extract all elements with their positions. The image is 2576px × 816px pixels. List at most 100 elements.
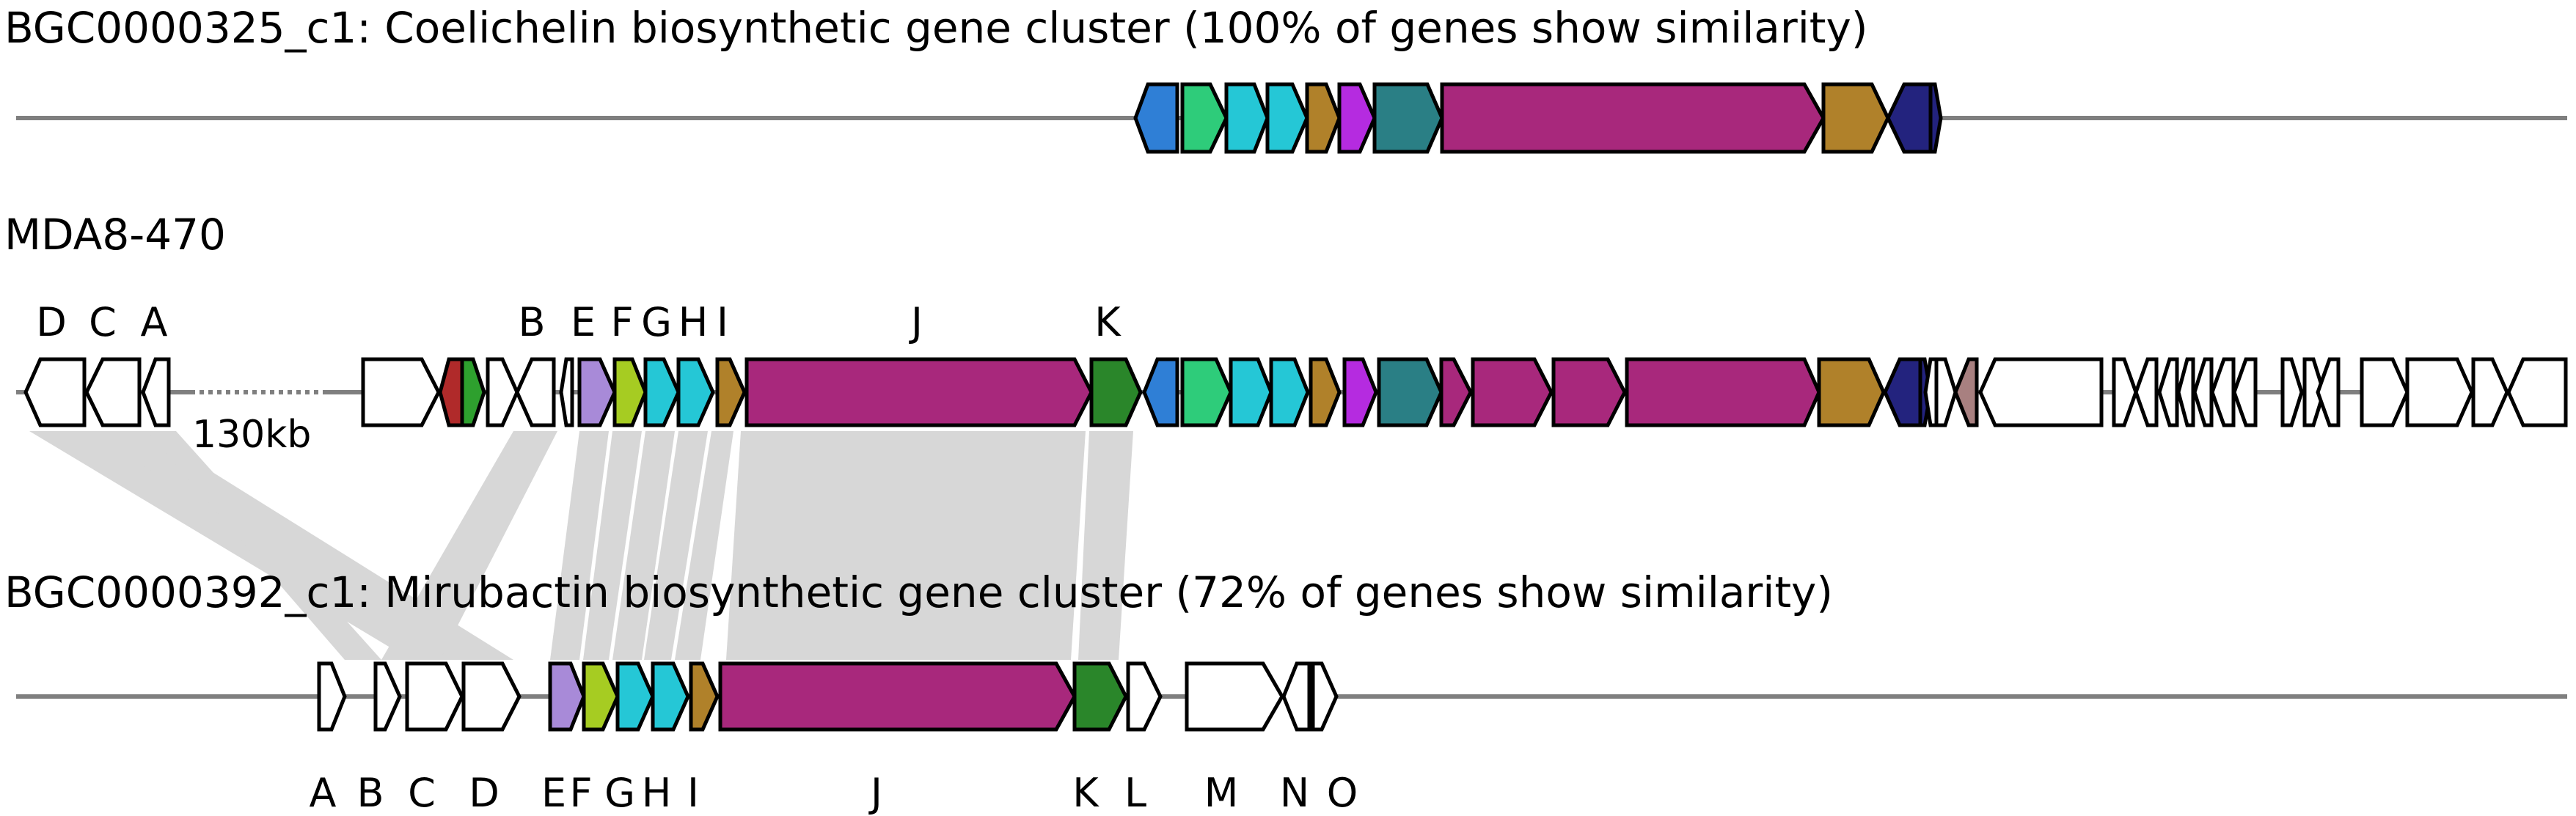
middle-gap-distance: 130kb (192, 413, 311, 457)
bot-label-n: N (1280, 770, 1309, 816)
middle-gene-labels: D C A B E F G H I J K (36, 299, 1121, 345)
bot-gene-d (461, 661, 522, 732)
mid-label-e: E (571, 299, 596, 345)
mid-gene-7 (1180, 357, 1233, 427)
top-gene-1 (1133, 82, 1179, 154)
link-mda-k (1078, 431, 1133, 660)
homology-links (29, 431, 1133, 660)
bot-gene-c (405, 661, 464, 732)
top-gene-11 (1928, 82, 1943, 154)
mid-gene-17 (1817, 357, 1886, 427)
mid-gene-f (612, 357, 648, 427)
mid-gene-j (744, 357, 1094, 427)
bot-label-l: L (1124, 770, 1146, 816)
bot-label-i: I (687, 770, 699, 816)
bottom-cluster-genes (317, 661, 1339, 732)
bot-gene-h (651, 661, 690, 732)
mid-gene-10 (1309, 357, 1342, 427)
mid-gene-2 (438, 357, 464, 427)
bot-label-k: K (1072, 770, 1099, 816)
mid-gene-13 (1439, 357, 1473, 427)
bottom-gene-labels: A B C D E F G H I J K L M N O (310, 770, 1358, 816)
mid-label-f: F (610, 299, 633, 345)
link-mda-a (147, 431, 381, 660)
top-gene-10 (1886, 82, 1933, 154)
mid-gene-8 (1229, 357, 1273, 427)
mid-gene-27 (2176, 357, 2195, 427)
top-gene-9 (1821, 82, 1890, 154)
mid-gene-25 (2134, 357, 2159, 427)
middle-cluster-title: MDA8-470 (4, 210, 226, 260)
mid-label-h: H (678, 299, 709, 345)
mid-gene-34 (2360, 357, 2409, 427)
link-mda-g (612, 431, 675, 660)
top-cluster-title: BGC0000325_c1: Coelichelin biosynthetic … (4, 3, 1868, 53)
mid-gene-37 (2506, 357, 2568, 427)
mid-gene-c (84, 357, 142, 427)
bot-label-m: M (1204, 770, 1239, 816)
top-gene-6 (1337, 82, 1377, 154)
link-mda-i (675, 431, 733, 660)
top-cluster: BGC0000325_c1: Coelichelin biosynthetic … (4, 3, 2567, 154)
bot-gene-b (373, 661, 402, 732)
mid-label-a: A (141, 299, 168, 345)
mid-gene-a (141, 357, 171, 427)
top-gene-5 (1305, 82, 1342, 154)
mid-gene-5 (559, 357, 574, 427)
bot-gene-o (1311, 661, 1339, 732)
mid-label-b: B (518, 299, 545, 345)
mid-gene-e (577, 357, 617, 427)
mid-gene-31 (2280, 357, 2304, 427)
bot-label-f: F (569, 770, 592, 816)
mid-gene-12 (1377, 357, 1443, 427)
bot-gene-e (548, 661, 586, 732)
bot-gene-j (718, 661, 1077, 732)
mid-label-c: C (89, 299, 117, 345)
mid-gene-1 (361, 357, 441, 427)
mid-gene-30 (2232, 357, 2258, 427)
bot-label-c: C (408, 770, 436, 816)
top-cluster-genes (1133, 82, 1943, 154)
mid-gene-33 (2316, 357, 2341, 427)
top-gene-3 (1224, 82, 1270, 154)
mid-gene-b (515, 357, 556, 427)
middle-cluster-genes (23, 357, 2568, 427)
mid-gene-21 (1934, 357, 1958, 427)
bot-label-j: J (868, 770, 882, 816)
mid-gene-11 (1342, 357, 1378, 427)
bot-gene-a (317, 661, 347, 732)
mid-gene-26 (2157, 357, 2179, 427)
bot-gene-g (615, 661, 655, 732)
bot-gene-k (1072, 661, 1128, 732)
mid-gene-3 (460, 357, 486, 427)
mid-label-k: K (1094, 299, 1121, 345)
mid-gene-24 (2112, 357, 2138, 427)
bottom-cluster-title: BGC0000392_c1: Mirubactin biosynthetic g… (4, 567, 1833, 617)
bot-label-a: A (310, 770, 337, 816)
bot-gene-i (689, 661, 720, 732)
top-gene-4 (1265, 82, 1309, 154)
bot-label-e: E (541, 770, 566, 816)
bot-label-d: D (469, 770, 500, 816)
link-mda-e (550, 431, 609, 660)
mid-gene-29 (2210, 357, 2236, 427)
bot-label-g: G (604, 770, 635, 816)
mid-gene-23 (1978, 357, 2104, 427)
bot-gene-l (1126, 661, 1163, 732)
mid-gene-28 (2192, 357, 2214, 427)
mid-gene-6 (1142, 357, 1179, 427)
bottom-cluster: BGC0000392_c1: Mirubactin biosynthetic g… (4, 567, 2567, 816)
mid-gene-22 (1953, 357, 1979, 427)
link-mda-c (88, 431, 513, 660)
mid-gene-16 (1625, 357, 1821, 427)
top-gene-7 (1372, 82, 1444, 154)
mid-gene-32 (2302, 357, 2326, 427)
mid-gene-d (23, 357, 87, 427)
link-mda-j (726, 431, 1086, 660)
top-gene-8 (1440, 82, 1826, 154)
mid-gene-4 (486, 357, 519, 427)
mid-gene-9 (1269, 357, 1310, 427)
mid-gene-i (715, 357, 747, 427)
link-mda-b (381, 431, 557, 660)
